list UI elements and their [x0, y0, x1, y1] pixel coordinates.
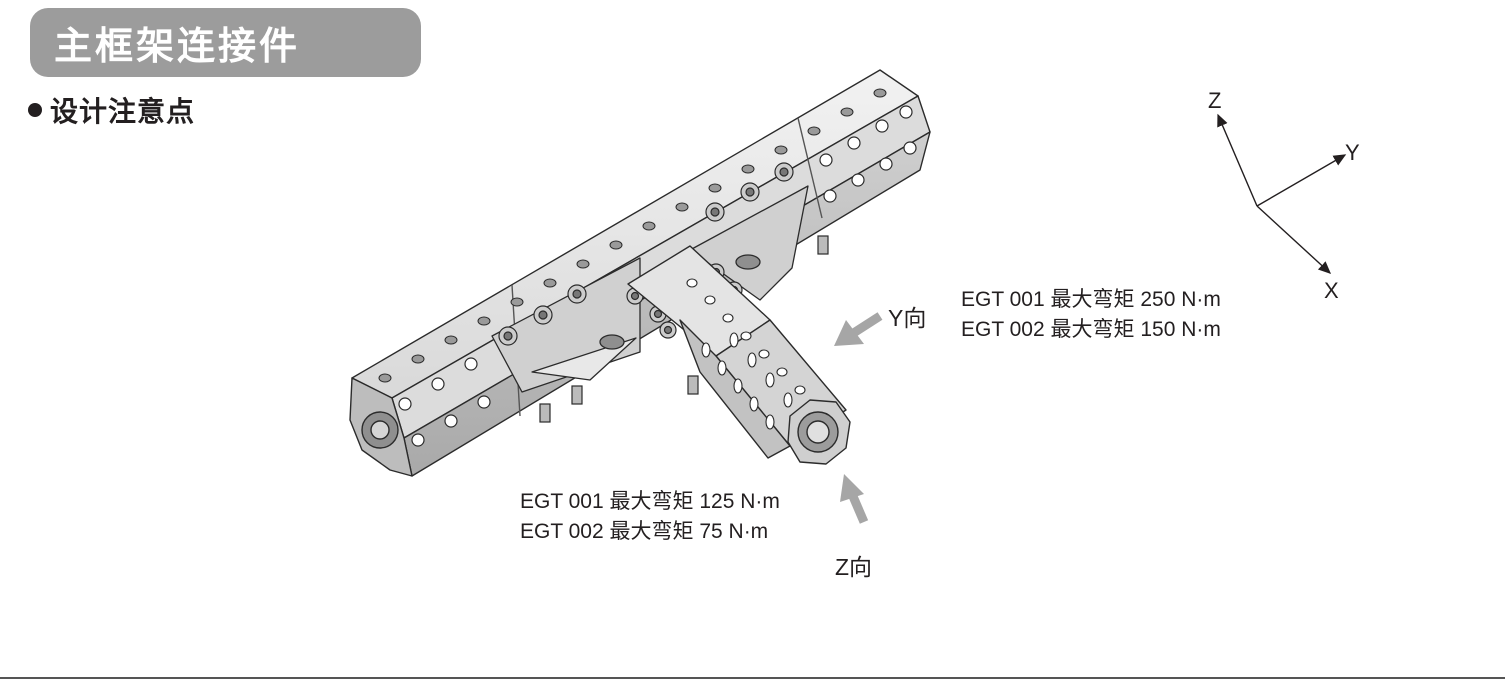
footer-divider — [0, 677, 1505, 679]
branch-holes — [686, 278, 806, 430]
section-heading-text: 设计注意点 — [50, 95, 196, 128]
y-spec-egt001: EGT 001 最大弯矩 250 N·m — [961, 288, 1221, 311]
z-spec-egt001: EGT 001 最大弯矩 125 N·m — [520, 490, 780, 513]
page-title: 主框架连接件 — [54, 24, 301, 68]
y-axis-label: Y — [1345, 140, 1360, 165]
z-direction-specs: EGT 001 最大弯矩 125 N·m EGT 002 最大弯矩 75 N·m — [520, 487, 780, 547]
bracket-bolts — [498, 162, 829, 423]
z-axis-line — [1217, 113, 1258, 207]
beam-side-holes — [398, 105, 917, 447]
coordinate-axes — [1217, 113, 1347, 274]
y-direction-label: Y向 — [888, 305, 927, 331]
z-direction-arrow — [840, 474, 869, 524]
beam-top-holes — [378, 88, 887, 383]
y-direction-specs: EGT 001 最大弯矩 250 N·m EGT 002 最大弯矩 150 N·… — [961, 285, 1221, 345]
bullet-dot — [28, 103, 42, 117]
z-axis-label: Z — [1208, 88, 1222, 113]
z-direction-label: Z向 — [835, 554, 873, 580]
section-heading: 设计注意点 — [28, 90, 195, 130]
y-direction-arrow — [834, 312, 883, 346]
x-axis-line — [1256, 205, 1332, 274]
y-spec-egt002: EGT 002 最大弯矩 150 N·m — [961, 318, 1221, 341]
gusset-plates — [491, 185, 809, 393]
title-tab: 主框架连接件 — [30, 8, 421, 77]
x-axis-label: X — [1324, 278, 1339, 303]
y-axis-line — [1256, 154, 1347, 207]
z-spec-egt002: EGT 002 最大弯矩 75 N·m — [520, 520, 769, 543]
